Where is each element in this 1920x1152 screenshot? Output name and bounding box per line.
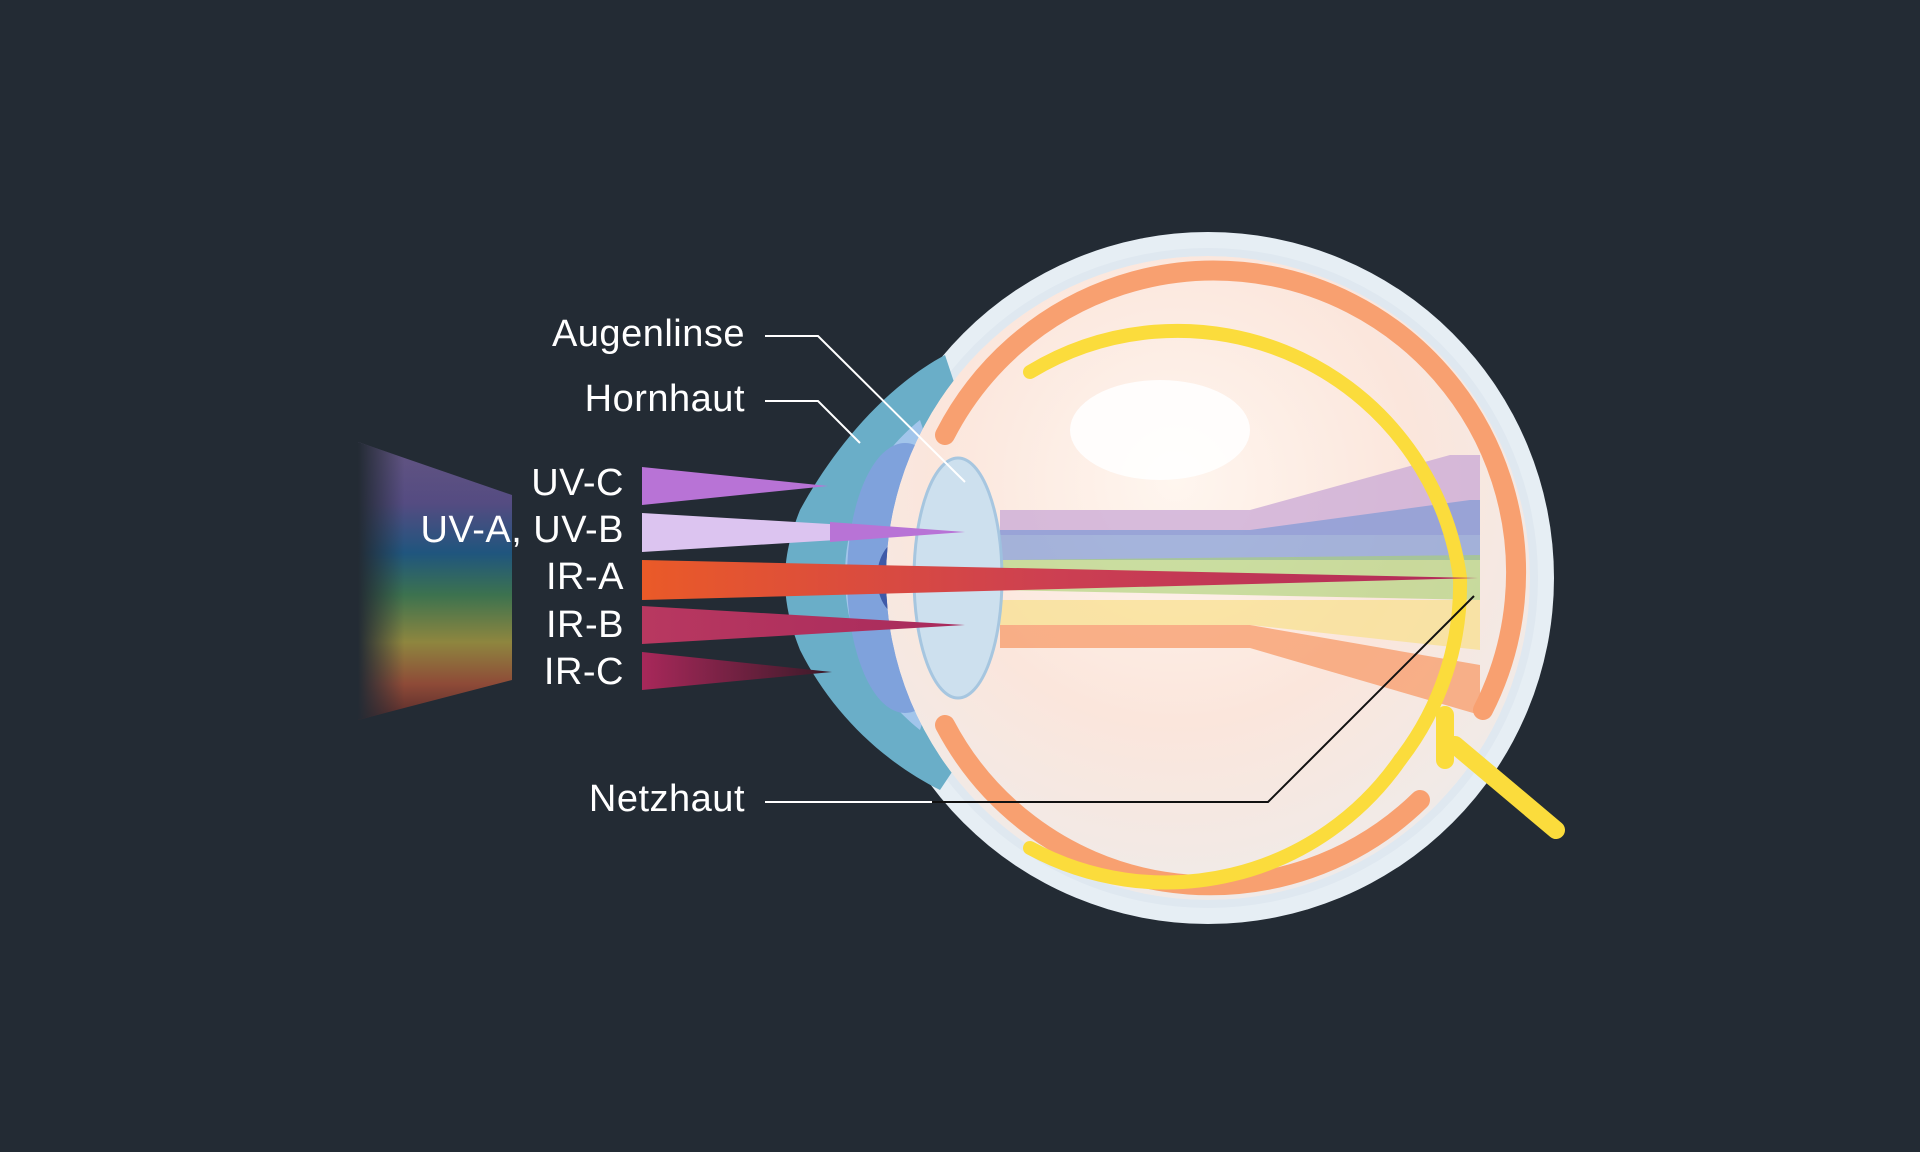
leader-lines: [765, 335, 1475, 803]
label-uvc: UV-C: [531, 462, 624, 504]
label-ira: IR-A: [546, 556, 624, 598]
radiation-rays: [642, 467, 1478, 690]
ray-uvc: [642, 467, 828, 505]
ray-uva-uvb-tip: [830, 522, 965, 542]
spectrum-source: [358, 442, 512, 720]
label-cornea: Hornhaut: [584, 378, 745, 420]
label-irc: IR-C: [543, 651, 624, 693]
label-retina: Netzhaut: [588, 778, 745, 820]
leader-retina-inner: [932, 595, 1475, 803]
ray-irb: [642, 606, 965, 644]
leader-cornea: [765, 400, 861, 444]
label-uva-uvb: UV-A, UV-B: [420, 509, 624, 551]
label-irb: IR-B: [546, 604, 624, 646]
retina: [1023, 323, 1468, 890]
ray-irc: [642, 652, 832, 690]
label-lens: Augenlinse: [551, 313, 745, 355]
optic-nerve: [1436, 706, 1565, 839]
leader-lens: [765, 335, 966, 483]
ray-ira: [642, 560, 1478, 600]
ray-uva-uvb: [642, 513, 965, 552]
